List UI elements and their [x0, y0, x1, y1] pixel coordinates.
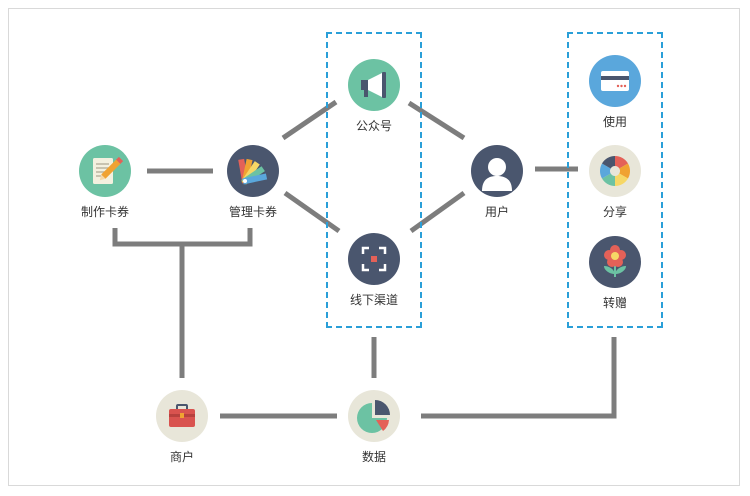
line-bracket-cards [112, 228, 253, 247]
line-offline-to-user [409, 190, 466, 234]
scan-icon [348, 233, 400, 285]
node-label: 数据 [361, 450, 386, 464]
node-label: 转赠 [602, 296, 627, 310]
node-label: 公众号 [355, 119, 392, 133]
node-offline-channel[interactable]: 线下渠道 [324, 233, 424, 307]
node-label: 使用 [602, 115, 627, 129]
edit-document-icon [79, 145, 131, 197]
card-icon [589, 55, 641, 107]
megaphone-icon [348, 59, 400, 111]
node-label: 线下渠道 [349, 293, 398, 307]
line-official-to-user [407, 100, 466, 141]
line-data-to-actions [421, 337, 617, 419]
node-make-card[interactable]: 制作卡券 [55, 145, 155, 219]
node-manage-card[interactable]: 管理卡券 [203, 145, 303, 219]
color-swatch-icon [227, 145, 279, 197]
action-group-box [567, 32, 663, 328]
node-share[interactable]: 分享 [565, 145, 665, 219]
node-label: 商户 [169, 450, 194, 464]
channel-group-box [326, 32, 422, 328]
node-use[interactable]: 使用 [565, 55, 665, 129]
pie-wheel-icon [589, 145, 641, 197]
node-label: 分享 [602, 205, 627, 219]
node-official-account[interactable]: 公众号 [324, 59, 424, 133]
flower-icon [589, 236, 641, 288]
pie-chart-icon [348, 390, 400, 442]
user-icon [471, 145, 523, 197]
diagram-frame [8, 8, 740, 486]
line-manage-to-offline [283, 190, 341, 234]
briefcase-icon [156, 390, 208, 442]
node-gift[interactable]: 转赠 [565, 236, 665, 310]
node-label: 管理卡券 [228, 205, 277, 219]
node-label: 制作卡券 [80, 205, 129, 219]
node-user[interactable]: 用户 [447, 145, 547, 219]
node-merchant[interactable]: 商户 [132, 390, 232, 464]
node-label: 用户 [484, 205, 509, 219]
node-data[interactable]: 数据 [324, 390, 424, 464]
